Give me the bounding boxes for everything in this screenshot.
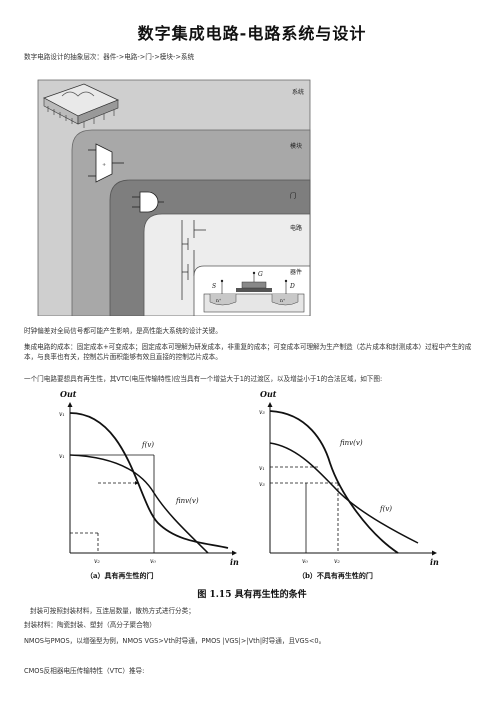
svg-text:（b）不具有再生性的门: （b）不具有再生性的门 (298, 571, 373, 580)
svg-text:Out: Out (260, 389, 277, 399)
svg-text:+: + (102, 162, 106, 168)
svg-text:n⁺: n⁺ (280, 298, 286, 304)
svg-text:v₃: v₃ (259, 481, 265, 488)
svg-text:v₀: v₀ (302, 558, 308, 565)
svg-text:Out: Out (60, 389, 77, 399)
module-symbol: + (88, 143, 124, 183)
figure-caption: 图 1.15 具有再生性的条件 (197, 590, 307, 600)
svg-text:D: D (289, 283, 295, 290)
cost-text: 集成电路的成本：固定成本+可变成本；固定成本可理解为研发成本，非重复的成本；可变… (24, 343, 472, 361)
svg-text:（a）具有再生性的门: （a）具有再生性的门 (86, 571, 154, 580)
svg-text:v₁: v₁ (59, 411, 65, 418)
svg-text:v₃: v₃ (259, 409, 265, 416)
material-text: 封装材料：陶瓷封装、塑封（高分子聚合物） (24, 621, 156, 629)
system-label: 系统 (292, 88, 304, 96)
package-text: 封装可按照封装材料，互连层数量，散热方式进行分类； (30, 607, 195, 615)
svg-text:v₂: v₂ (334, 558, 340, 565)
abstraction-hierarchy-figure: 系统 + 模块 门 电路 器件 (37, 79, 311, 316)
svg-text:v₁: v₁ (59, 453, 65, 460)
svg-text:n⁺: n⁺ (216, 298, 222, 304)
svg-text:S: S (212, 283, 216, 290)
svg-text:f(v): f(v) (141, 441, 154, 449)
right-vtc-panel: Out in v₃ v₁ v₃ finv(v) f(v) v₀ v₂ （b）不具… (259, 389, 439, 580)
svg-text:f(v): f(v) (379, 505, 392, 513)
chip-image (43, 83, 120, 128)
svg-text:in: in (230, 557, 239, 567)
intro-text: 数字电路设计的抽象层次：器件->电路->门->模块->系统 (24, 53, 195, 61)
svg-text:finv(v): finv(v) (339, 439, 363, 447)
vtc-derivation-text: CMOS反相器电压传输特性（VTC）推导: (24, 667, 145, 675)
device-label: 器件 (290, 268, 302, 276)
clock-skew-text: 时钟偏差对全局信号都可能产生影响，是高性能大系统的设计关键。 (24, 327, 222, 335)
and-gate-symbol (132, 191, 164, 213)
mosfet-cross-section: S G D n⁺ n⁺ (203, 271, 305, 313)
svg-text:G: G (258, 271, 263, 278)
svg-text:finv(v): finv(v) (175, 497, 199, 505)
svg-text:in: in (430, 557, 439, 567)
right-curve-f (269, 442, 419, 544)
left-vtc-panel: Out in v₁ v₁ f(v) finv(v) v₂ v₀ （a）具有再生性… (59, 389, 239, 580)
page-title: 数字集成电路-电路系统与设计 (137, 24, 367, 43)
gate-label: 门 (290, 192, 296, 200)
left-curve-f (69, 412, 229, 549)
mos-text: NMOS与PMOS，以增强型为例，NMOS VGS>Vth时导通，PMOS |V… (24, 637, 326, 645)
svg-text:v₀: v₀ (150, 558, 156, 565)
module-label: 模块 (290, 142, 302, 150)
circuit-label: 电路 (290, 224, 302, 232)
regeneration-figure: Out in v₁ v₁ f(v) finv(v) v₂ v₀ （a）具有再生性… (59, 389, 439, 580)
svg-text:v₁: v₁ (259, 465, 265, 472)
right-curve-finv (269, 410, 399, 554)
svg-text:v₂: v₂ (94, 558, 100, 565)
regeneration-text: 一个门电路要想具有再生性，其VTC(电压传输特性)应当具有一个增益大于1的过渡区… (24, 375, 383, 383)
